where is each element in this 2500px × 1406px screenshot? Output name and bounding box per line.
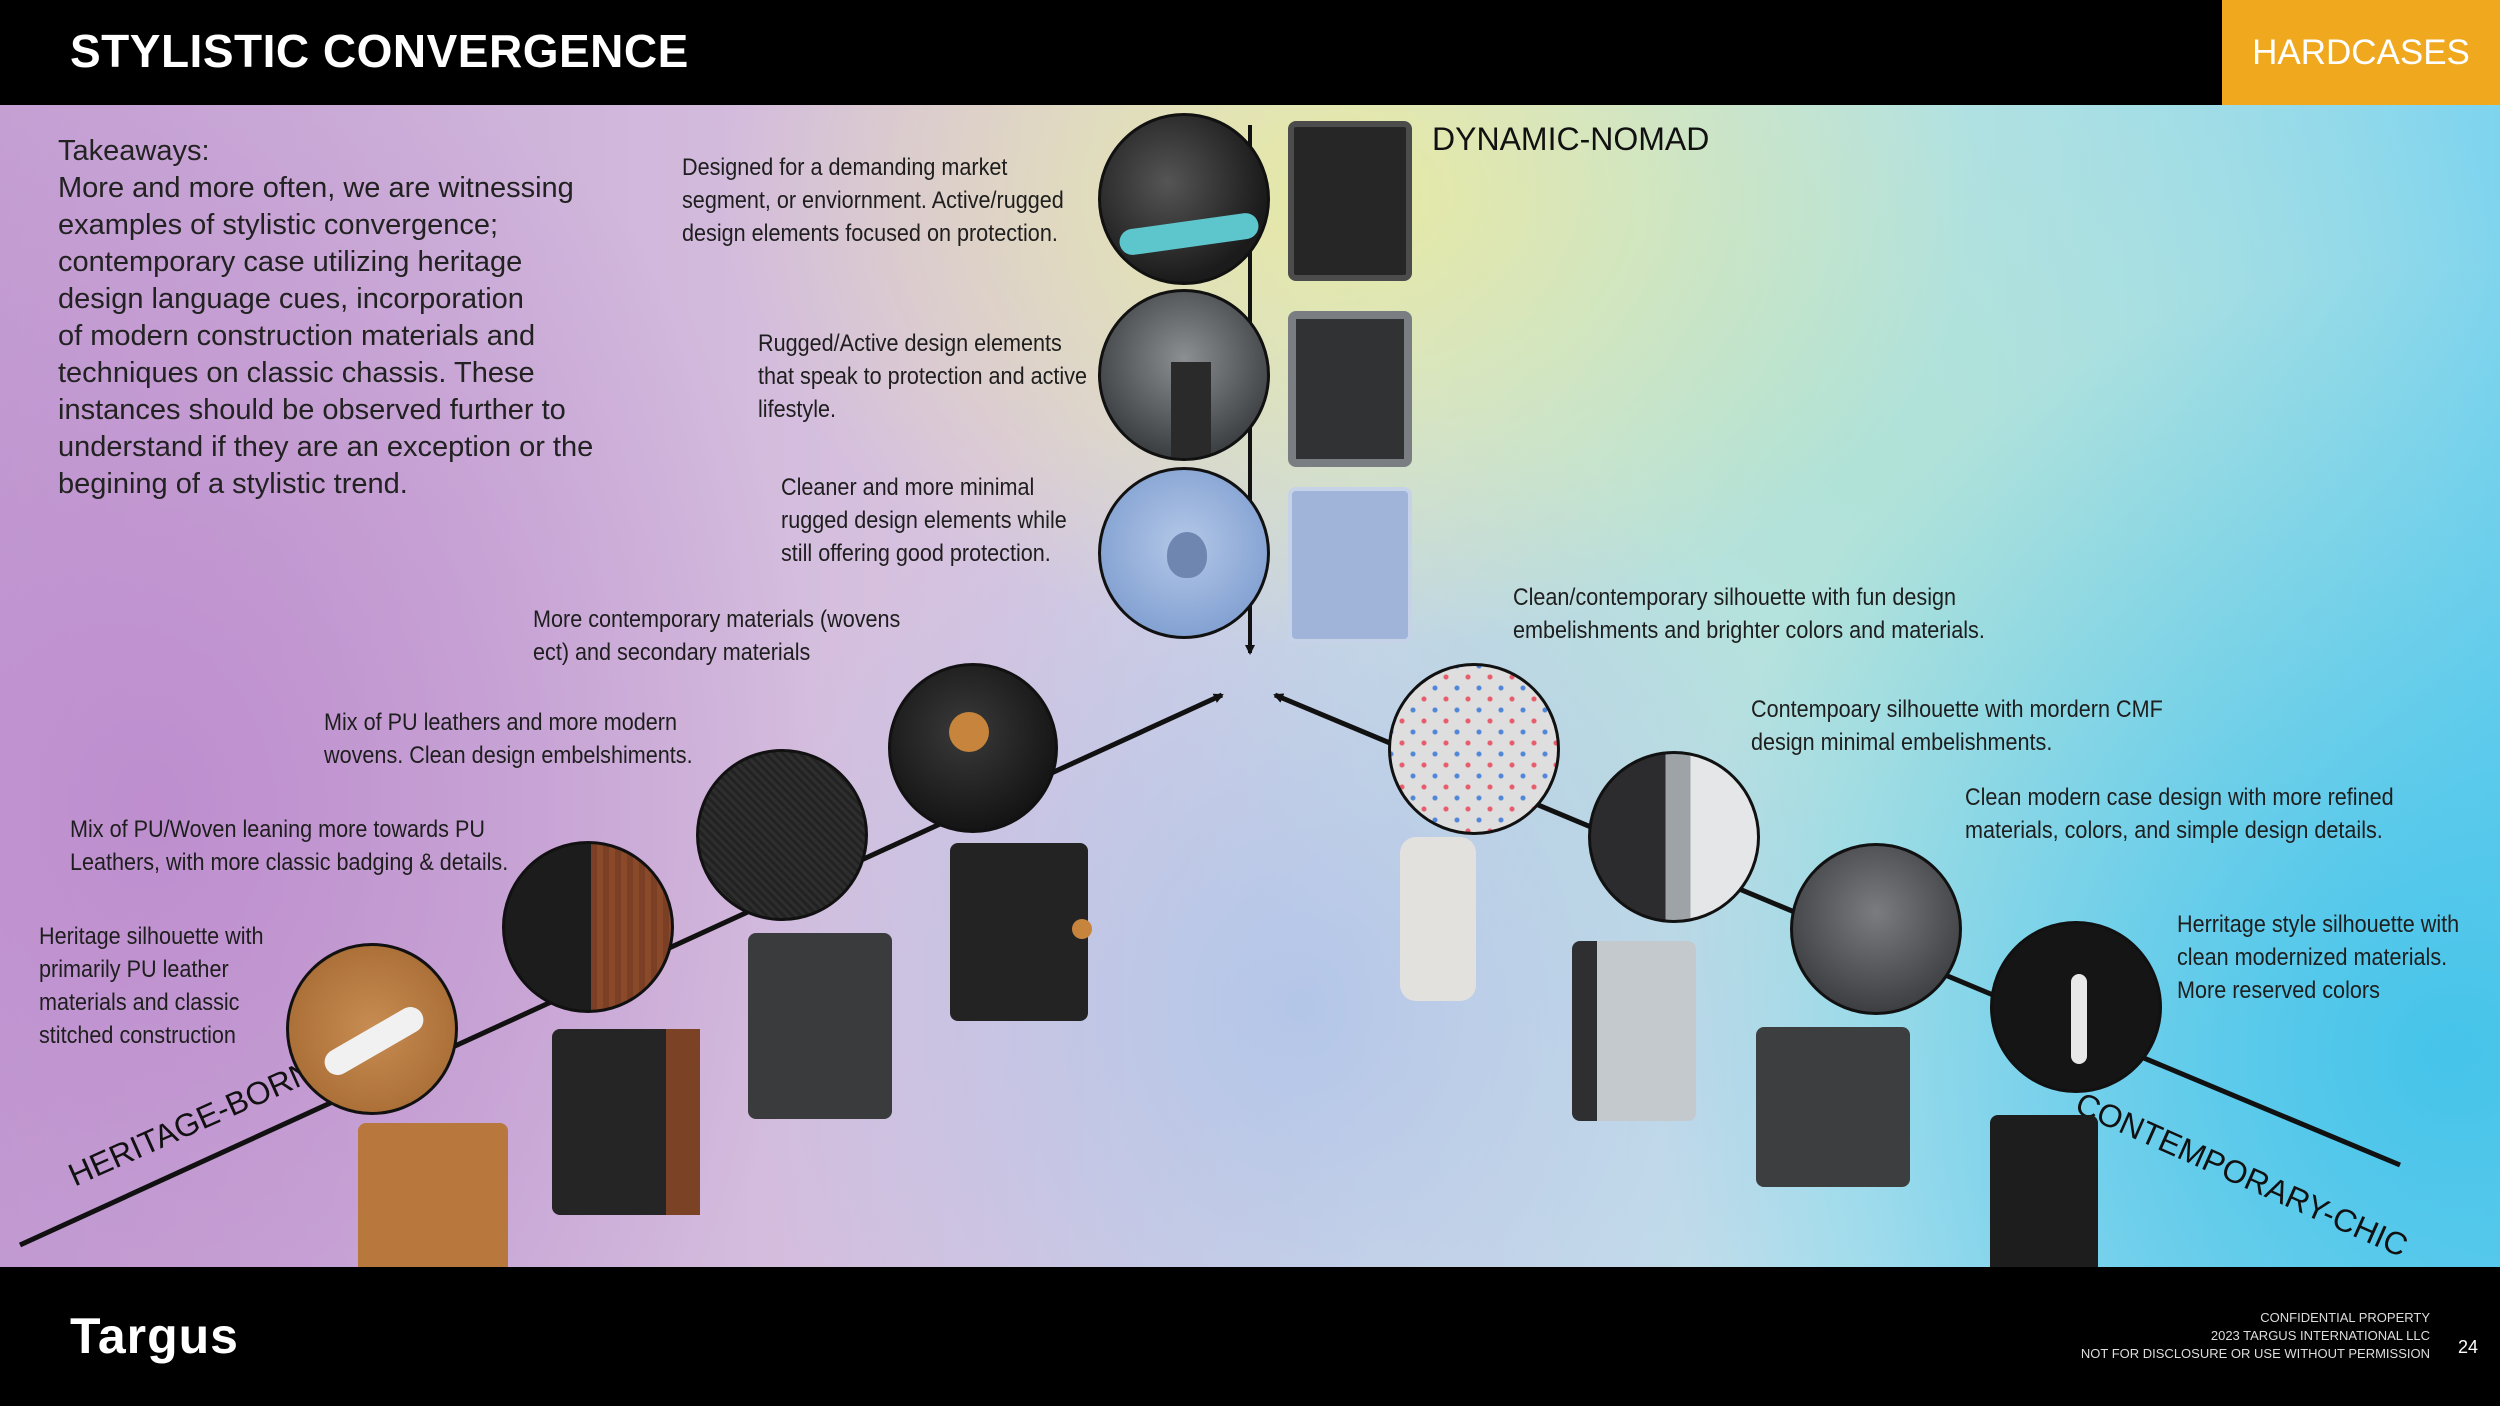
takeaways-line: contemporary case utilizing heritage [58,246,523,278]
takeaways-line: techniques on classic chassis. These [58,357,535,389]
annotation-line: Contempoary silhouette with mordern CMF [1751,696,2163,723]
pencil-holder-detail-image [1990,921,2162,1093]
annotation-line: materials, colors, and simple design det… [1965,817,2383,844]
footer-bar: Targus CONFIDENTIAL PROPERTY 2023 TARGUS… [0,1267,2500,1406]
header-bar: STYLISTIC CONVERGENCE HARDCASES [0,0,2500,105]
rugged-grey-tablet-case-image [1288,311,1412,467]
annotation-line: Clean modern case design with more refin… [1965,784,2394,811]
annotation-heritage-3: Mix of PU/Woven leaning more towards PU … [70,813,508,879]
annotation-line: Mix of PU leathers and more modern [324,709,677,736]
page-number: 24 [2457,1337,2478,1357]
annotation-line: wovens. Clean design embelshiments. [324,742,693,769]
camera-cutout-detail-image [1790,843,1962,1015]
annotation-chic-3: Clean modern case design with more refin… [1965,781,2394,847]
annotation-line: rugged design elements while [781,507,1067,534]
speckled-case-detail-image [1388,663,1560,835]
clear-blue-tablet-case-image [1288,487,1412,643]
annotation-line: Clean/contemporary silhouette with fun d… [1513,584,1957,611]
annotation-line: ect) and secondary materials [533,639,811,666]
annotation-heritage-2: Mix of PU leathers and more modern woven… [324,706,693,772]
annotation-line: design elements focused on protection. [682,220,1058,247]
annotation-line: that speak to protection and active [758,363,1088,390]
annotation-line: primarily PU leather [39,956,229,983]
legal-line: NOT FOR DISCLOSURE OR USE WITHOUT PERMIS… [2080,1346,2430,1361]
grey-woven-sleeve-image [748,933,892,1119]
annotation-chic-1: Clean/contemporary silhouette with fun d… [1513,581,1985,647]
annotation-line: Heritage silhouette with [39,923,264,950]
annotation-line: embelishments and brighter colors and ma… [1513,617,1985,644]
wood-panel-folio-image [552,1029,700,1215]
black-pencil-folio-image [1990,1115,2098,1267]
annotation-line: Mix of PU/Woven leaning more towards PU [70,816,485,843]
clear-back-detail-image [1588,751,1760,923]
speckled-phone-case-image [1400,837,1476,1001]
woven-fabric-detail-image [696,749,868,921]
targus-logo: Targus [70,1308,239,1364]
annotation-line: segment, or enviornment. Active/rugged [682,187,1064,214]
legal-notice: CONFIDENTIAL PROPERTY 2023 TARGUS INTERN… [2081,1309,2430,1363]
annotation-line: Leathers, with more classic badging & de… [70,849,509,876]
annotation-nomad-1: Designed for a demanding market segment,… [682,151,1064,250]
takeaways-line: understand if they are an exception or t… [58,431,594,463]
rugged-tablet-case-image [1288,121,1412,281]
rugged-corner-detail-image [1098,289,1270,461]
annotation-chic-4: Herritage style silhouette with clean mo… [2177,908,2459,1007]
leather-folio-image [358,1123,508,1267]
rugged-clip-detail-image [1098,113,1270,285]
page-title: STYLISTIC CONVERGENCE [70,25,689,77]
takeaways-line: design language cues, incorporation [58,283,524,315]
legal-line: CONFIDENTIAL PROPERTY [2260,1310,2430,1325]
annotation-line: lifestyle. [758,396,837,423]
annotation-line: More contemporary materials (wovens [533,606,901,633]
category-tag: HARDCASES [2222,0,2500,105]
annotation-line: Cleaner and more minimal [781,474,1035,501]
annotation-nomad-2: Rugged/Active design elements that speak… [758,327,1087,426]
button-closure-detail-image [888,663,1058,833]
annotation-heritage-1: More contemporary materials (wovens ect)… [533,603,900,669]
annotation-line: Herritage style silhouette with [2177,911,2460,938]
annotation-line: design minimal embelishments. [1751,729,2053,756]
wood-panel-detail-image [502,841,674,1013]
slide-canvas: Takeaways: More and more often, we are w… [0,105,2500,1267]
takeaways-line: examples of stylistic convergence; [58,209,499,241]
annotation-line: still offering good protection. [781,540,1051,567]
takeaways-block: Takeaways: More and more often, we are w… [58,133,658,503]
leather-pen-loop-detail-image [286,943,458,1115]
annotation-line: materials and classic [39,989,240,1016]
annotation-nomad-3: Cleaner and more minimal rugged design e… [781,471,1067,570]
clear-case-detail-image [1098,467,1270,639]
clear-back-folio-image [1572,941,1696,1121]
annotation-line: stitched construction [39,1022,236,1049]
annotation-line: More reserved colors [2177,977,2380,1004]
axis-label-dynamic-nomad: DYNAMIC-NOMAD [1432,121,1710,157]
grey-keyboard-folio-image [1756,1027,1910,1187]
black-folio-brown-button-image [950,843,1092,1021]
takeaways-line: begining of a stylistic trend. [58,468,408,500]
annotation-line: Designed for a demanding market [682,154,1008,181]
annotation-chic-2: Contempoary silhouette with mordern CMF … [1751,693,2163,759]
annotation-heritage-4: Heritage silhouette with primarily PU le… [39,920,264,1052]
takeaways-line: of modern construction materials and [58,320,536,352]
legal-line: 2023 TARGUS INTERNATIONAL LLC [2210,1328,2430,1343]
takeaways-heading: Takeaways: [58,135,210,167]
takeaways-line: More and more often, we are witnessing [58,172,574,204]
annotation-line: Rugged/Active design elements [758,330,1062,357]
annotation-line: clean modernized materials. [2177,944,2448,971]
takeaways-line: instances should be observed further to [58,394,566,426]
